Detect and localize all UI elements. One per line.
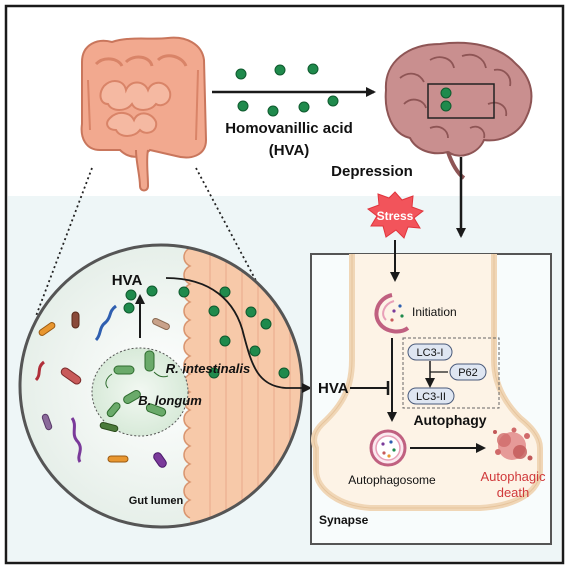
autophagic-death-label-1: Autophagic — [480, 469, 546, 484]
hva-molecules-gut — [123, 285, 357, 379]
autophagic-death-label-2: death — [497, 485, 530, 500]
lumen-bacteria — [34, 304, 170, 468]
phagophore-icon — [374, 293, 410, 334]
bacterium-2-label: B. longum — [138, 393, 202, 408]
synapse-label: Synapse — [319, 513, 369, 527]
gut-lumen-label: Gut lumen — [129, 495, 184, 507]
stress-label: Stress — [377, 209, 414, 223]
hva-gut-label: HVA — [112, 272, 143, 289]
autophagy-label: Autophagy — [413, 412, 486, 428]
lc3-conversion-box: LC3-I P62 LC3-II — [402, 337, 500, 409]
zoom-line-right — [195, 167, 263, 293]
intestine-icon — [80, 36, 208, 192]
lc3-2-label: LC3-II — [416, 391, 446, 403]
p62-label: P62 — [458, 367, 478, 379]
bacterium-1-label: R. intestinalis — [166, 361, 251, 376]
autophagosome-label: Autophagosome — [348, 473, 436, 487]
hva-molecules-top — [235, 63, 339, 117]
depression-label: Depression — [331, 163, 413, 180]
compound-name-label: Homovanillic acid — [225, 120, 353, 137]
brain-region-box — [427, 83, 495, 119]
lc3-1-label: LC3-I — [417, 347, 444, 359]
hva-synapse-label: HVA — [318, 380, 349, 397]
bacteria-icon — [105, 350, 169, 418]
brain-icon — [384, 41, 533, 180]
stress-burst-icon: Stress — [366, 191, 425, 239]
zoom-line-left — [35, 167, 93, 317]
compound-abbr-label: (HVA) — [269, 142, 310, 159]
hva-transport-arrow — [165, 277, 312, 393]
initiation-label: Initiation — [412, 305, 457, 319]
autophagosome-icon — [369, 429, 407, 467]
autophagic-death-icon — [493, 427, 533, 461]
